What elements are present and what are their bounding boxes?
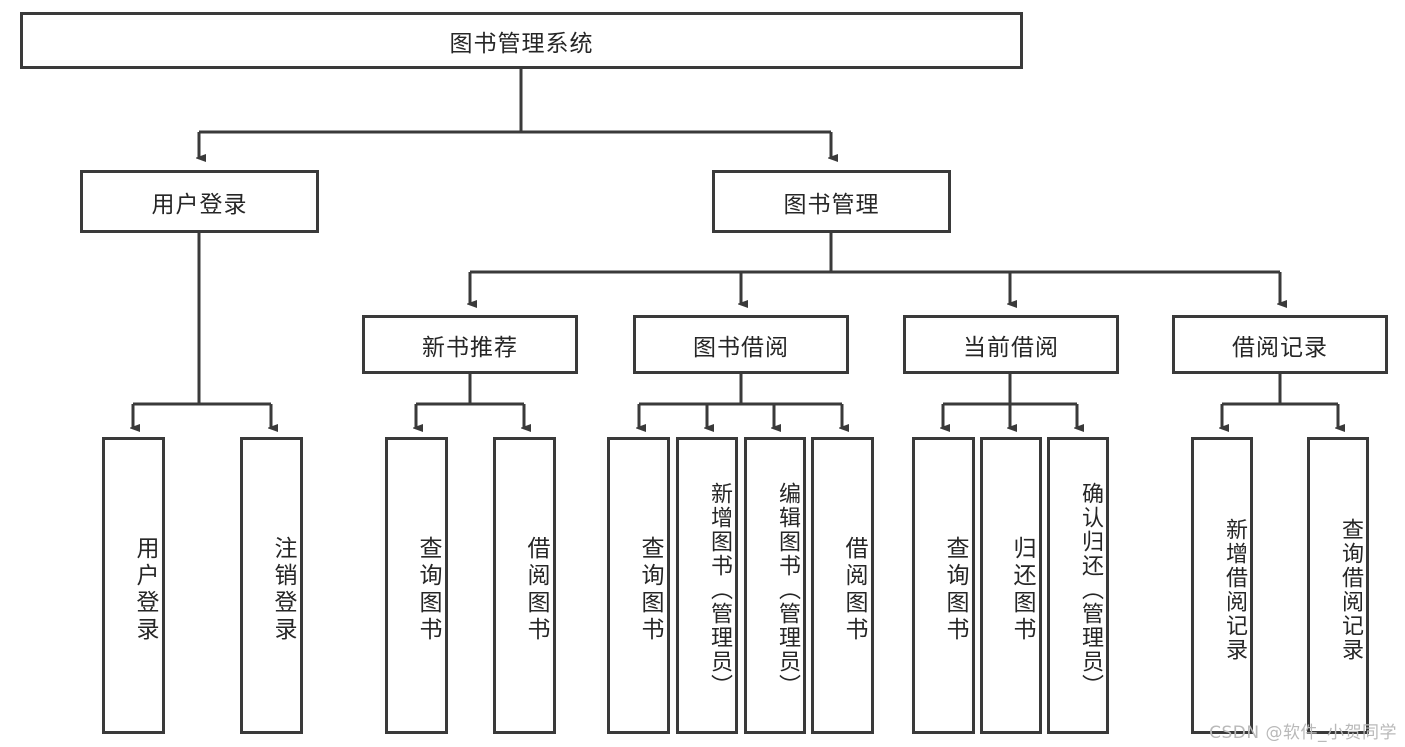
node-leaf-user-login[interactable]: 用户登录 — [102, 437, 165, 734]
node-leaf-add-record[interactable]: 新增借阅记录 — [1191, 437, 1253, 734]
node-leaf-confirm-return-label: 确认归还（管理员） — [1078, 481, 1103, 698]
node-leaf-query-record-label: 查询借阅记录 — [1338, 517, 1363, 662]
node-leaf-user-logout-label: 注销登录 — [270, 535, 296, 644]
node-new-book-recommend-label: 新书推荐 — [422, 334, 518, 361]
node-leaf-borrow-book-1[interactable]: 借阅图书 — [493, 437, 556, 734]
node-leaf-user-logout[interactable]: 注销登录 — [240, 437, 303, 734]
node-book-manage[interactable]: 图书管理 — [712, 170, 951, 233]
node-leaf-borrow-book-2[interactable]: 借阅图书 — [811, 437, 874, 734]
node-root[interactable]: 图书管理系统 — [20, 12, 1023, 69]
node-leaf-add-book[interactable]: 新增图书（管理员） — [676, 437, 738, 734]
node-book-manage-label: 图书管理 — [783, 191, 880, 218]
node-borrow-record-label: 借阅记录 — [1232, 334, 1328, 361]
node-leaf-query-book-3-label: 查询图书 — [942, 535, 968, 644]
node-leaf-query-record[interactable]: 查询借阅记录 — [1307, 437, 1369, 734]
node-leaf-user-login-label: 用户登录 — [132, 535, 158, 644]
node-borrow-record[interactable]: 借阅记录 — [1172, 315, 1388, 374]
node-user-login[interactable]: 用户登录 — [80, 170, 319, 233]
node-leaf-return-book-label: 归还图书 — [1009, 535, 1035, 644]
node-leaf-edit-book-label: 编辑图书（管理员） — [775, 481, 800, 698]
node-current-borrow-label: 当前借阅 — [963, 334, 1059, 361]
node-leaf-query-book-3[interactable]: 查询图书 — [912, 437, 975, 734]
node-user-login-label: 用户登录 — [151, 191, 248, 218]
node-current-borrow[interactable]: 当前借阅 — [903, 315, 1119, 374]
node-root-label: 图书管理系统 — [449, 30, 594, 57]
node-leaf-add-record-label: 新增借阅记录 — [1222, 517, 1247, 662]
node-leaf-query-book-2[interactable]: 查询图书 — [607, 437, 670, 734]
node-leaf-query-book-1[interactable]: 查询图书 — [385, 437, 448, 734]
node-leaf-confirm-return[interactable]: 确认归还（管理员） — [1047, 437, 1109, 734]
node-leaf-borrow-book-2-label: 借阅图书 — [841, 535, 867, 644]
node-leaf-borrow-book-1-label: 借阅图书 — [523, 535, 549, 644]
csdn-watermark: CSDN @软件_小贺同学 — [1209, 723, 1397, 743]
node-leaf-query-book-1-label: 查询图书 — [415, 535, 441, 644]
node-leaf-query-book-2-label: 查询图书 — [637, 535, 663, 644]
node-book-borrow[interactable]: 图书借阅 — [633, 315, 849, 374]
node-book-borrow-label: 图书借阅 — [693, 334, 789, 361]
node-leaf-return-book[interactable]: 归还图书 — [980, 437, 1042, 734]
node-leaf-add-book-label: 新增图书（管理员） — [707, 481, 732, 698]
node-new-book-recommend[interactable]: 新书推荐 — [362, 315, 578, 374]
node-leaf-edit-book[interactable]: 编辑图书（管理员） — [744, 437, 806, 734]
